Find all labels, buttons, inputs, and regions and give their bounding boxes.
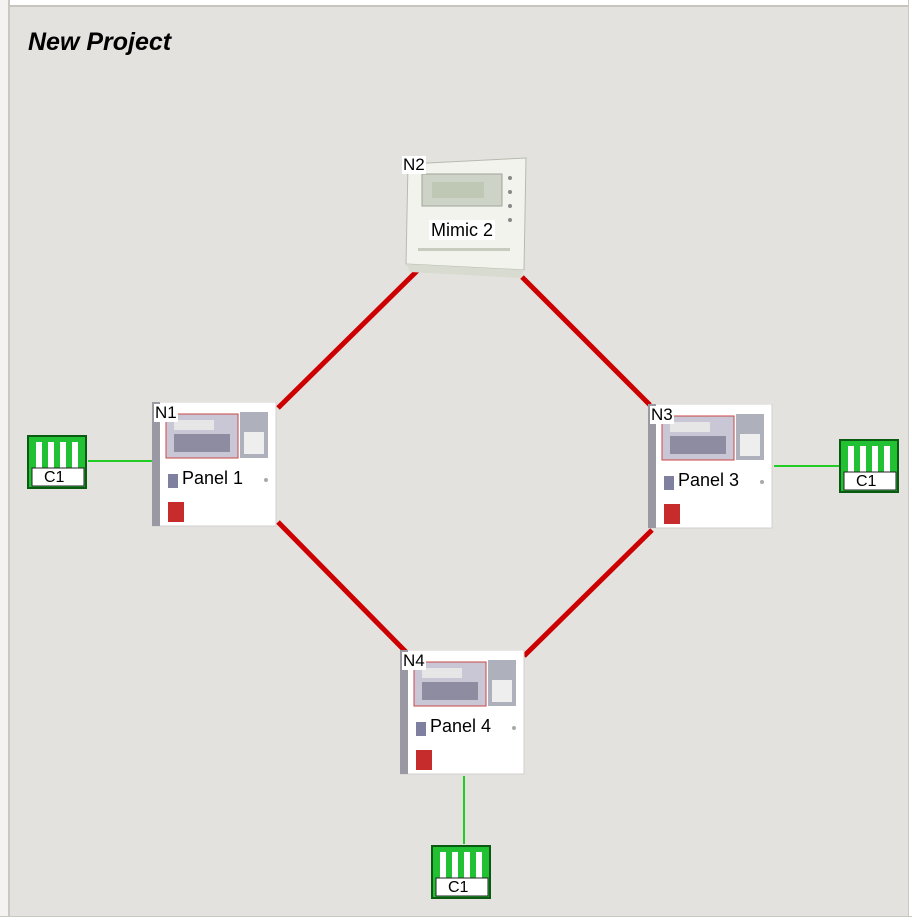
node-name-label: Panel 3	[676, 470, 741, 490]
link-panel3-panel4[interactable]	[524, 530, 652, 656]
link-panel1-panel4[interactable]	[278, 522, 406, 652]
node-id-label: N1	[154, 404, 178, 422]
node-panel-4[interactable]: N4 Panel 4	[400, 650, 526, 776]
node-panel-1[interactable]: N1 Panel 1	[152, 402, 278, 528]
node-name-label: Mimic 2	[429, 220, 495, 240]
connector-c1-right[interactable]: C1	[838, 436, 902, 496]
connector-label: C1	[44, 470, 64, 486]
link-mimic2-panel1[interactable]	[278, 270, 418, 408]
node-name-label: Panel 4	[428, 716, 493, 736]
connector-label: C1	[448, 880, 468, 896]
connector-c1-left[interactable]: C1	[26, 432, 90, 492]
connector-label: C1	[856, 474, 876, 490]
node-panel-3[interactable]: N3 Panel 3	[648, 404, 774, 530]
node-id-label: N2	[402, 156, 426, 174]
node-mimic-2[interactable]: N2 Mimic 2	[398, 152, 532, 282]
node-name-label: Panel 1	[180, 468, 245, 488]
connector-c1-bottom[interactable]: C1	[430, 842, 494, 902]
node-id-label: N4	[402, 652, 426, 670]
link-mimic2-panel3[interactable]	[522, 277, 650, 405]
node-id-label: N3	[650, 406, 674, 424]
